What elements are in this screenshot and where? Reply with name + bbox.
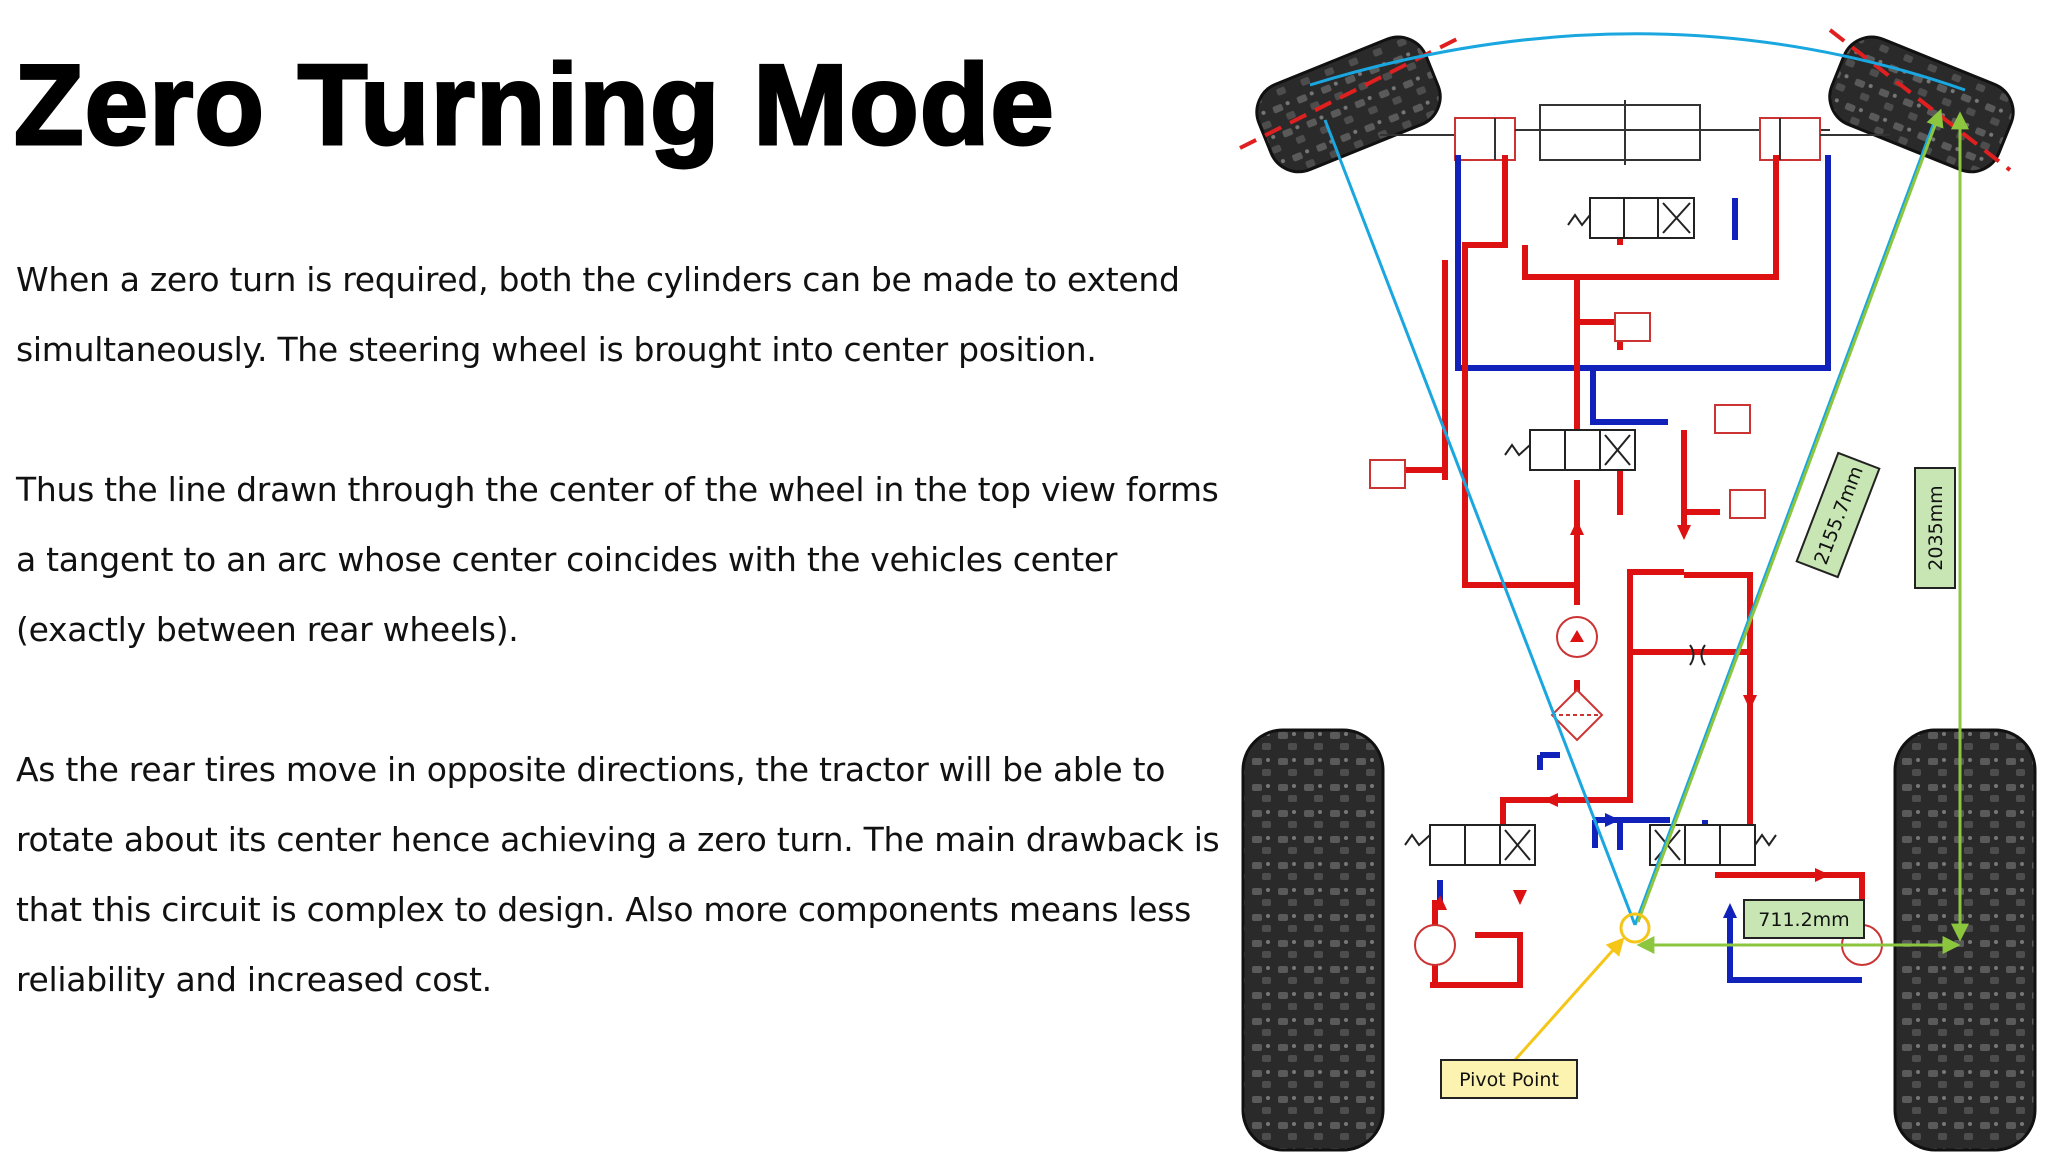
label-diagonal: 2155.7mm: [1795, 451, 1881, 579]
slide-body: When a zero turn is required, both the c…: [16, 245, 1226, 1015]
pivot-marker: [1619, 912, 1651, 944]
label-vertical-text: 2035mm: [1925, 485, 1947, 570]
flow-arrows: [1433, 520, 1830, 918]
label-horizontal: 711.2mm: [1743, 899, 1865, 939]
steering-cylinders: [1380, 100, 1890, 165]
rear-right-tire: [1893, 728, 2037, 1152]
label-pivot-text: Pivot Point: [1459, 1069, 1559, 1091]
turning-arc: [1309, 32, 1966, 926]
paragraph-1: When a zero turn is required, both the c…: [16, 260, 1180, 369]
label-horizontal-text: 711.2mm: [1758, 909, 1849, 931]
label-vertical: 2035mm: [1914, 467, 1956, 589]
paragraph-3: As the rear tires move in opposite direc…: [16, 750, 1220, 999]
rear-left-tire: [1241, 728, 1385, 1152]
hydraulic-components: [1369, 197, 1883, 966]
slide-title: Zero Turning Mode: [13, 40, 1056, 170]
pivot-pointer: [1513, 937, 1625, 1061]
paragraph-2: Thus the line drawn through the center o…: [16, 470, 1219, 649]
dimension-lines: [1636, 108, 1969, 954]
front-right-wheel-axis: [1828, 28, 2012, 172]
front-left-tire: [1255, 35, 1442, 174]
hydraulic-zero-turn-diagram: 2155.7mm 2035mm 711.2mm Pivot Point: [1239, 28, 2037, 1152]
label-pivot: Pivot Point: [1440, 1059, 1578, 1099]
